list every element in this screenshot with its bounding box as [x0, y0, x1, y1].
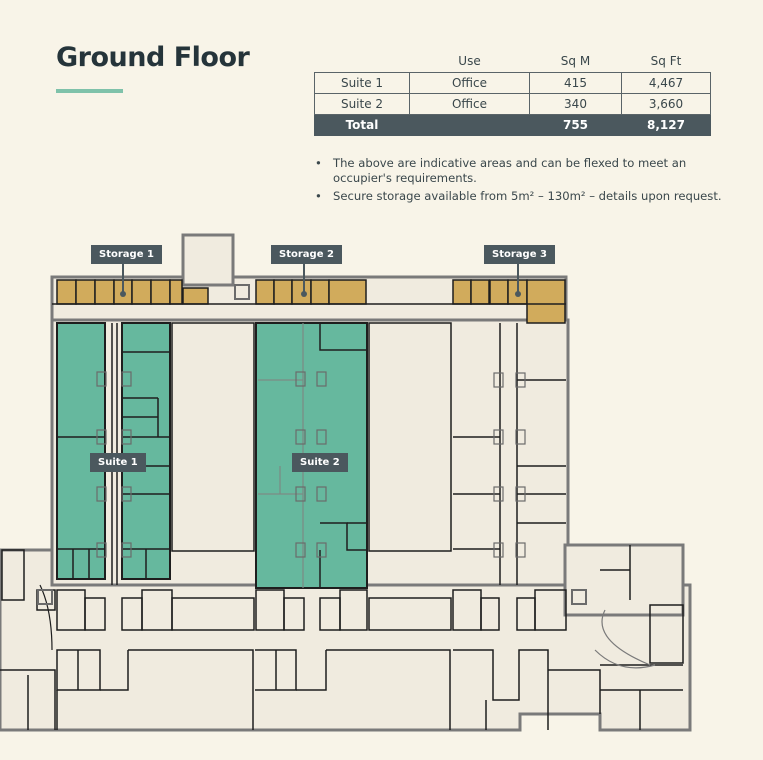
table-total-row: Total 755 8,127 — [314, 114, 711, 136]
cell-total-label: Total — [314, 114, 410, 136]
notes-list: The above are indicative areas and can b… — [313, 156, 733, 207]
table-row: Suite 2 Office 340 3,660 — [314, 93, 711, 115]
cell-total-sqm: 755 — [529, 114, 622, 136]
suite-1-area — [56, 322, 171, 580]
column-header-use: Use — [458, 54, 481, 68]
column-header-suite — [315, 50, 410, 73]
table-header-row: Use Sq M Sq Ft — [315, 50, 711, 73]
storage-1-pointer — [122, 264, 124, 294]
storage-2-marker — [301, 291, 307, 297]
cell-sqm: 340 — [529, 93, 622, 115]
cell-suite: Suite 2 — [314, 93, 410, 115]
cell-sqft: 3,660 — [621, 93, 711, 115]
note-item: Secure storage available from 5m² – 130m… — [313, 189, 733, 204]
table-row: Suite 1 Office 415 4,467 — [314, 72, 711, 94]
storage-3-marker — [515, 291, 521, 297]
floor-plan-drawing — [0, 233, 692, 732]
page-title: Ground Floor — [56, 42, 250, 73]
storage-1-marker — [120, 291, 126, 297]
storage-1-label: Storage 1 — [91, 245, 162, 264]
area-schedule-table: Use Sq M Sq Ft Suite 1 Office 415 4,467 … — [314, 50, 711, 136]
column-header-sqft: Sq Ft — [650, 54, 682, 68]
storage-2-pointer — [303, 264, 305, 294]
storage-2-label: Storage 2 — [271, 245, 342, 264]
storage-areas — [56, 279, 566, 324]
floor-plan: Storage 1 Storage 2 Storage 3 Suite 1 Su… — [0, 230, 763, 756]
title-underline — [56, 89, 123, 93]
cell-total-sqft: 8,127 — [621, 114, 711, 136]
suite-2-label: Suite 2 — [292, 453, 348, 472]
column-header-sqm: Sq M — [560, 54, 591, 68]
cell-use: Office — [409, 93, 530, 115]
cell-use: Office — [409, 72, 530, 94]
cell-total-use — [409, 114, 530, 136]
storage-3-label: Storage 3 — [484, 245, 555, 264]
cell-sqm: 415 — [529, 72, 622, 94]
suite-1-label: Suite 1 — [90, 453, 146, 472]
cell-suite: Suite 1 — [314, 72, 410, 94]
storage-3-pointer — [517, 264, 519, 294]
cell-sqft: 4,467 — [621, 72, 711, 94]
note-item: The above are indicative areas and can b… — [313, 156, 733, 186]
